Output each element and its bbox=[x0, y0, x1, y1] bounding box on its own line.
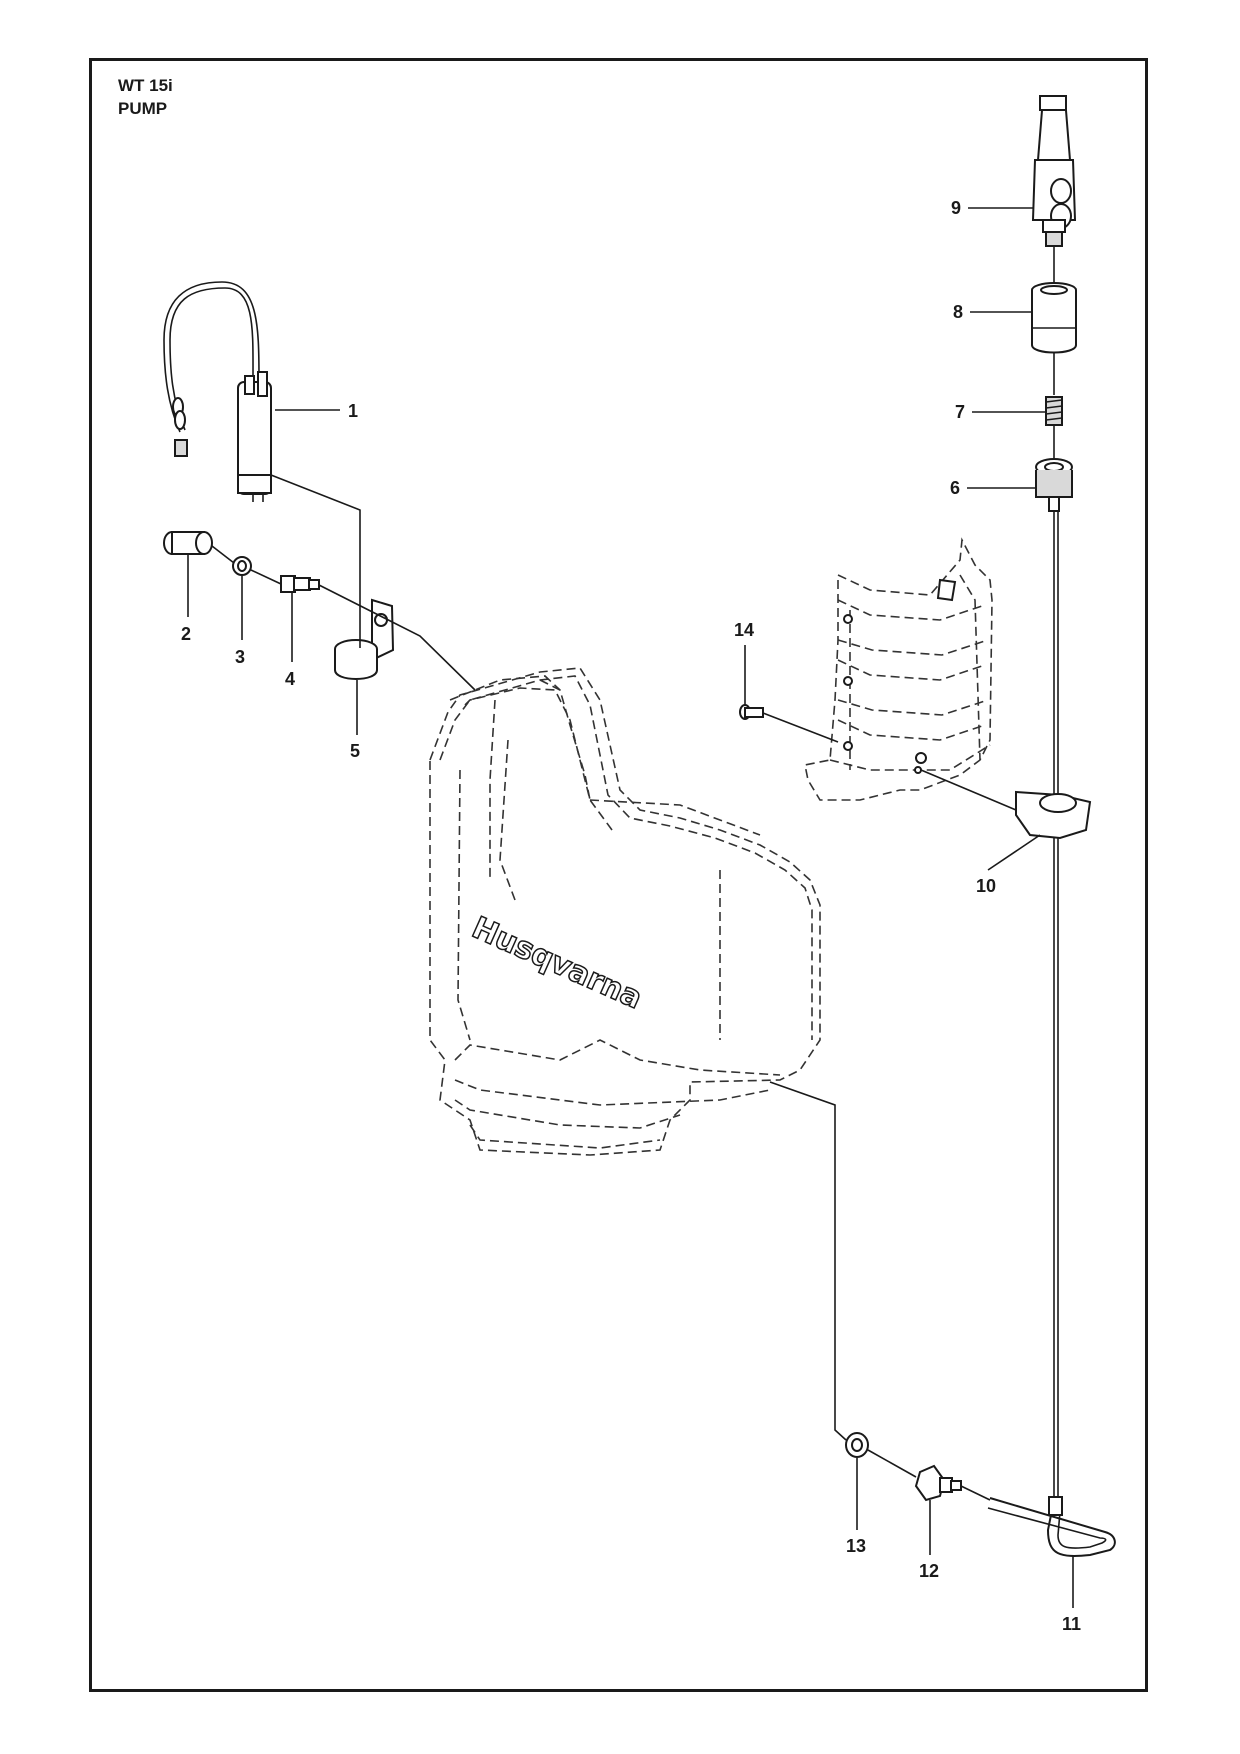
part-7-spring bbox=[1045, 396, 1063, 426]
water-tank-outline bbox=[429, 667, 821, 1156]
callout-14: 14 bbox=[734, 620, 754, 640]
part-2-hose bbox=[163, 531, 213, 555]
callout-9: 9 bbox=[951, 198, 961, 218]
callout-7: 7 bbox=[955, 402, 965, 422]
part-4-nipple bbox=[280, 575, 320, 593]
part-3-clamp bbox=[232, 556, 252, 576]
callout-1: 1 bbox=[348, 401, 358, 421]
callout-5: 5 bbox=[350, 741, 360, 761]
callout-4: 4 bbox=[285, 669, 295, 689]
part-13-washer bbox=[845, 1432, 869, 1458]
part-12-fitting bbox=[914, 1464, 962, 1502]
callout-3: 3 bbox=[235, 647, 245, 667]
drawing-frame bbox=[89, 58, 1148, 1692]
assembly-lines bbox=[211, 474, 847, 1441]
callout-labels: 1 2 3 4 5 6 7 8 9 10 11 12 13 14 bbox=[181, 198, 1081, 1634]
part-5-pump-bracket bbox=[334, 598, 395, 680]
callout-12: 12 bbox=[919, 1561, 939, 1581]
part-10-nozzle-holder bbox=[1015, 790, 1092, 840]
model-title: WT 15i bbox=[118, 76, 173, 95]
callout-10: 10 bbox=[976, 876, 996, 896]
part-1-pump bbox=[163, 281, 272, 502]
part-6-fitting bbox=[1035, 458, 1073, 512]
callout-2: 2 bbox=[181, 624, 191, 644]
callout-13: 13 bbox=[846, 1536, 866, 1556]
part-11-tube bbox=[987, 1496, 1116, 1557]
callout-8: 8 bbox=[953, 302, 963, 322]
callout-11: 11 bbox=[1062, 1614, 1081, 1634]
part-14-screw bbox=[739, 704, 764, 720]
callout-6: 6 bbox=[950, 478, 960, 498]
tank-cover-outline bbox=[804, 537, 993, 801]
section-title: PUMP bbox=[118, 99, 168, 118]
part-9-nozzle bbox=[1031, 95, 1077, 247]
leader-lines bbox=[187, 207, 1074, 1608]
part-8-coupling bbox=[1031, 282, 1077, 354]
